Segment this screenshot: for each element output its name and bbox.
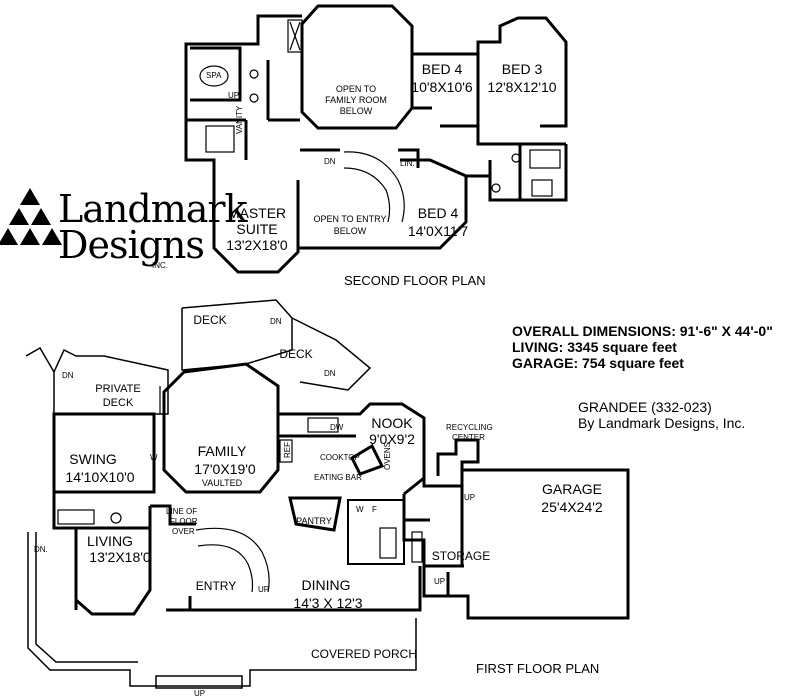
bed3-size: 12'8X12'10 [487,79,557,95]
linen-label: LIN. [400,159,415,168]
living-area: LIVING: 3345 square feet [512,339,677,355]
ovens-label: OVENS [383,441,392,470]
storage-label: STORAGE [431,549,491,563]
porch-dn: DN. [34,545,48,554]
bed4-upper-name: BED 4 [421,61,463,77]
swing-w-label: W [150,453,158,462]
entry-up: UP [258,585,270,594]
covered-porch-label: COVERED PORCH [310,647,418,661]
second-floor-fixtures [199,19,561,223]
first-floor-fixtures [57,386,423,593]
family-vaulted: VAULTED [201,478,243,488]
private-deck-label-2: DECK [102,397,134,409]
private-deck-dn: DN [62,371,74,380]
overall-dimensions: OVERALL DIMENSIONS: 91'-6" X 44'-0" [512,323,773,339]
logo-word-designs: Designs [58,223,205,267]
deck-mid-dn: DN [324,369,336,378]
bed4-lower-name: BED 4 [417,205,459,221]
garage-area: GARAGE: 754 square feet [512,355,684,371]
nook-size: 9'0X9'2 [369,431,415,447]
entry-label: ENTRY [195,579,237,593]
second-dn-label: DN [324,157,336,166]
deck-top-dn: DN [270,317,282,326]
open-entry-2: BELOW [333,226,367,236]
master-up-label: UP [228,91,240,100]
spa-label: SPA [206,71,222,80]
open-entry-1: OPEN TO ENTRY [313,214,387,224]
vanity-label: VANITY [235,105,244,134]
master-name-1: MASTER [227,205,287,221]
dining-size: 14'3 X 12'3 [293,595,363,611]
deck-top-label: DECK [193,313,227,327]
open-family-3: BELOW [339,106,373,116]
nook-name: NOOK [371,415,413,431]
family-size: 17'0X19'0 [194,461,256,477]
swing-size: 14'10X10'0 [65,469,135,485]
private-deck-label-1: PRIVATE [95,383,141,395]
garage-up: UP [464,493,476,502]
cooktop-label: COOKTOP [320,453,360,462]
ref-label: REF [283,442,292,458]
master-name-2: SUITE [236,221,278,237]
porch-up: UP [194,689,206,698]
washer-label: W [356,505,364,514]
living-size: 13'2X18'0 [89,549,151,565]
pantry-label: PANTRY [296,516,332,526]
open-family-1: OPEN TO [335,84,377,94]
logo-mark [0,188,62,245]
second-floor-walls [184,4,568,274]
bed4-lower-size: 14'0X11'7 [407,223,469,239]
bed4-upper-size: 10'8X10'6 [411,79,473,95]
floor-over-label-2: FLOOR [170,517,198,526]
recycling-label-1: RECYCLING [446,423,493,432]
second-floor-title: SECOND FLOOR PLAN [344,273,486,288]
swing-name: SWING [69,451,117,467]
dw-label: DW [330,423,344,432]
deck-mid-label: DECK [279,347,313,361]
bed3-name: BED 3 [501,61,543,77]
floor-over-label-3: OVER [172,527,195,536]
first-floor-title: FIRST FLOOR PLAN [476,661,600,676]
dining-name: DINING [301,577,351,593]
logo-word-landmark: Landmark [58,187,248,231]
storage-up: UP [434,577,446,586]
designer-name: By Landmark Designs, Inc. [578,415,746,431]
logo-word-inc: INC. [152,261,168,270]
plan-name: GRANDEE (332-023) [578,399,712,415]
family-name: FAMILY [197,443,247,459]
living-name: LIVING [87,533,133,549]
garage-size: 25'4X24'2 [541,499,603,515]
recycling-label-2: CENTER [452,433,485,442]
master-size: 13'2X18'0 [226,237,288,253]
garage-name: GARAGE [542,481,602,497]
eating-bar-label: EATING BAR [314,473,362,482]
floor-over-label-1: LINE OF [166,507,198,516]
freezer-label: F [372,505,377,514]
open-family-2: FAMILY ROOM [325,95,387,105]
